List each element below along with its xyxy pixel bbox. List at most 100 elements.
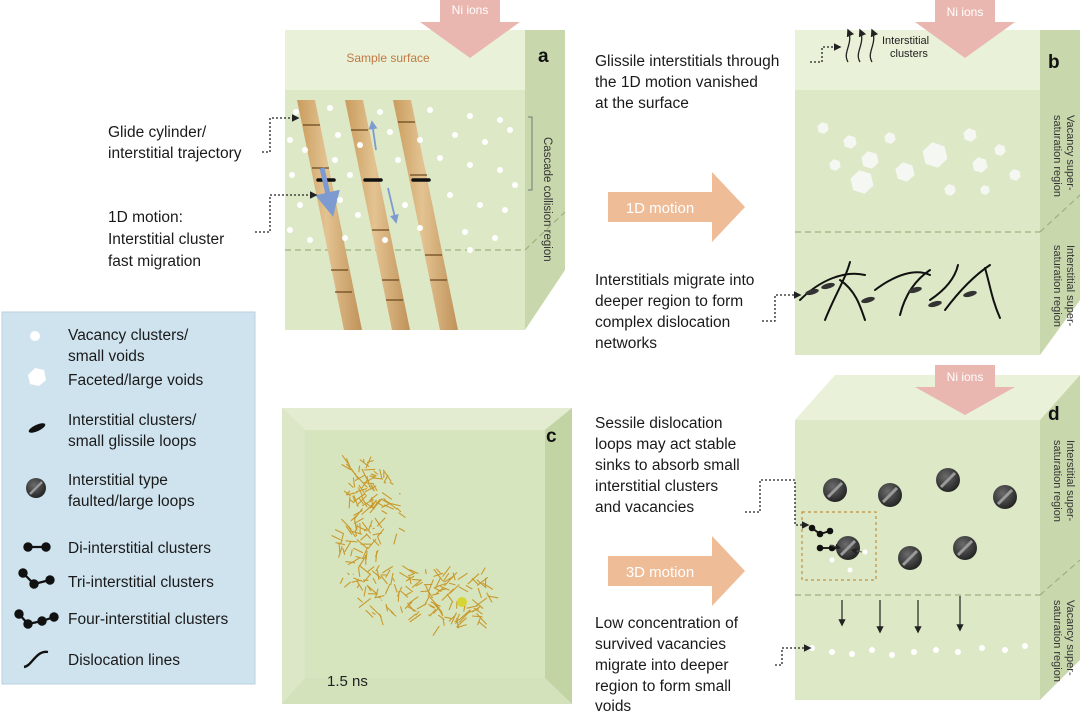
- vacancy-cluster: [502, 207, 508, 213]
- dislocation-segment: [486, 592, 493, 603]
- dislocation-segment: [335, 542, 346, 546]
- panel-b-faceted-voids: [817, 122, 1021, 196]
- vacancy-cluster: [342, 235, 348, 241]
- dislocation-segment: [367, 520, 373, 531]
- vacancy-cluster: [447, 192, 453, 198]
- dislocation-segment: [432, 625, 440, 637]
- dislocation-segment: [411, 579, 422, 589]
- dislocation-segment: [366, 566, 375, 573]
- dislocation-segment: [473, 607, 483, 615]
- dislocation-segment: [396, 586, 403, 597]
- panel-d-vacancies: [809, 643, 1028, 658]
- dislocation-segment: [424, 569, 427, 575]
- dislocation-segment: [389, 502, 401, 507]
- vacancy-cluster: [809, 645, 815, 651]
- vacancy-cluster: [889, 652, 895, 658]
- dislocation-segment: [383, 497, 390, 506]
- dislocation-segment: [348, 496, 351, 509]
- faceted-void: [861, 151, 879, 169]
- vacancy-cluster: [402, 202, 408, 208]
- dislocation-segment: [381, 491, 393, 500]
- dislocation-segment: [369, 605, 382, 618]
- panel-d-top-label-5: and vacancies: [595, 499, 694, 516]
- dislocation-segment: [366, 475, 371, 488]
- vacancy-cluster: [387, 129, 393, 135]
- dislocation-segment: [442, 565, 451, 578]
- dislocation-segment: [353, 510, 363, 516]
- dislocation-segment: [474, 597, 488, 607]
- dislocation-segment: [448, 615, 456, 622]
- faceted-void: [850, 170, 874, 194]
- dislocation-segment: [338, 545, 343, 558]
- legend-item-label: Four-interstitial clusters: [68, 611, 228, 628]
- panel-d-ion-arrow: [915, 365, 1015, 415]
- panel-d-letter: d: [1048, 404, 1060, 425]
- dislocation-segment: [353, 547, 364, 554]
- dislocation-segment: [478, 621, 487, 629]
- vacancy-cluster: [462, 229, 468, 235]
- dislocation-segment: [452, 572, 456, 581]
- vacancy-cluster: [492, 235, 498, 241]
- dislocation-segment: [415, 611, 420, 616]
- dislocation-segment: [428, 579, 434, 592]
- dislocation-segment: [371, 497, 374, 507]
- faulted-loop: [993, 485, 1017, 509]
- legend-item-label: Interstitial type: [68, 472, 168, 489]
- vacancy-cluster: [377, 109, 383, 115]
- dislocation-segment: [429, 608, 437, 617]
- vacancy-cluster: [955, 649, 961, 655]
- vacancy-cluster: [417, 225, 423, 231]
- dislocation-segment: [359, 523, 361, 530]
- panel-d-region-top-2: saturation region: [1051, 440, 1063, 522]
- vacancy-cluster: [1002, 647, 1008, 653]
- dislocation-segment: [386, 500, 398, 510]
- dislocation-segment: [433, 568, 444, 582]
- panel-b-ion-arrow: [915, 0, 1015, 58]
- dislocation-segment: [345, 491, 358, 496]
- dislocation-segment: [385, 569, 391, 578]
- legend-item-label: Interstitial clusters/: [68, 412, 197, 429]
- dislocation-segment: [459, 609, 471, 620]
- dislocation-segment: [442, 572, 450, 583]
- vacancy-cluster: [467, 162, 473, 168]
- dislocation-segment: [385, 605, 395, 614]
- panel-d-top-label-4: interstitial clusters: [595, 478, 718, 495]
- dislocation-segment: [347, 557, 360, 566]
- dislocation-segment: [428, 603, 436, 609]
- dislocation-segment: [405, 585, 414, 593]
- dislocation-segment: [367, 538, 377, 550]
- faceted-void: [963, 128, 977, 142]
- dislocation-segment: [362, 546, 369, 559]
- faceted-void: [944, 184, 956, 196]
- dislocation-segment: [390, 611, 397, 617]
- dislocation-segment: [346, 490, 351, 495]
- motion-arrow-blue: [315, 167, 340, 217]
- glide-cylinder: [345, 100, 410, 330]
- dislocation-segment: [372, 532, 383, 536]
- dislocation-segment: [476, 613, 488, 625]
- dislocation-segment: [400, 590, 409, 598]
- panel-b-top-label-2: the 1D motion vanished: [595, 74, 758, 91]
- vacancy-cluster: [327, 105, 333, 111]
- vacancy-cluster: [507, 127, 513, 133]
- dislocation-segment: [379, 613, 384, 626]
- dislocation-segment: [384, 583, 391, 595]
- vacancy-cluster: [307, 237, 313, 243]
- dislocation-segment: [375, 565, 380, 572]
- panel-d-region-bottom-2: saturation region: [1051, 600, 1063, 682]
- dislocation-segment: [341, 463, 352, 471]
- vacancy-cluster: [829, 557, 835, 563]
- dislocation-segment: [383, 474, 389, 484]
- vacancy-cluster: [482, 139, 488, 145]
- dislocation-segment: [361, 478, 369, 489]
- dislocation-segment: [358, 497, 364, 505]
- panel-a-cube: [285, 30, 566, 330]
- dislocation-segment: [390, 572, 394, 586]
- dislocation-segment: [399, 606, 403, 614]
- dislocation-segment: [424, 596, 430, 606]
- dislocation-segment: [347, 572, 350, 576]
- panel-b-ion-label: Ni ions: [947, 5, 984, 19]
- panel-d-top-label-1: Sessile dislocation: [595, 415, 723, 432]
- dislocation-segment: [374, 517, 383, 529]
- dislocation-segment: [343, 581, 351, 588]
